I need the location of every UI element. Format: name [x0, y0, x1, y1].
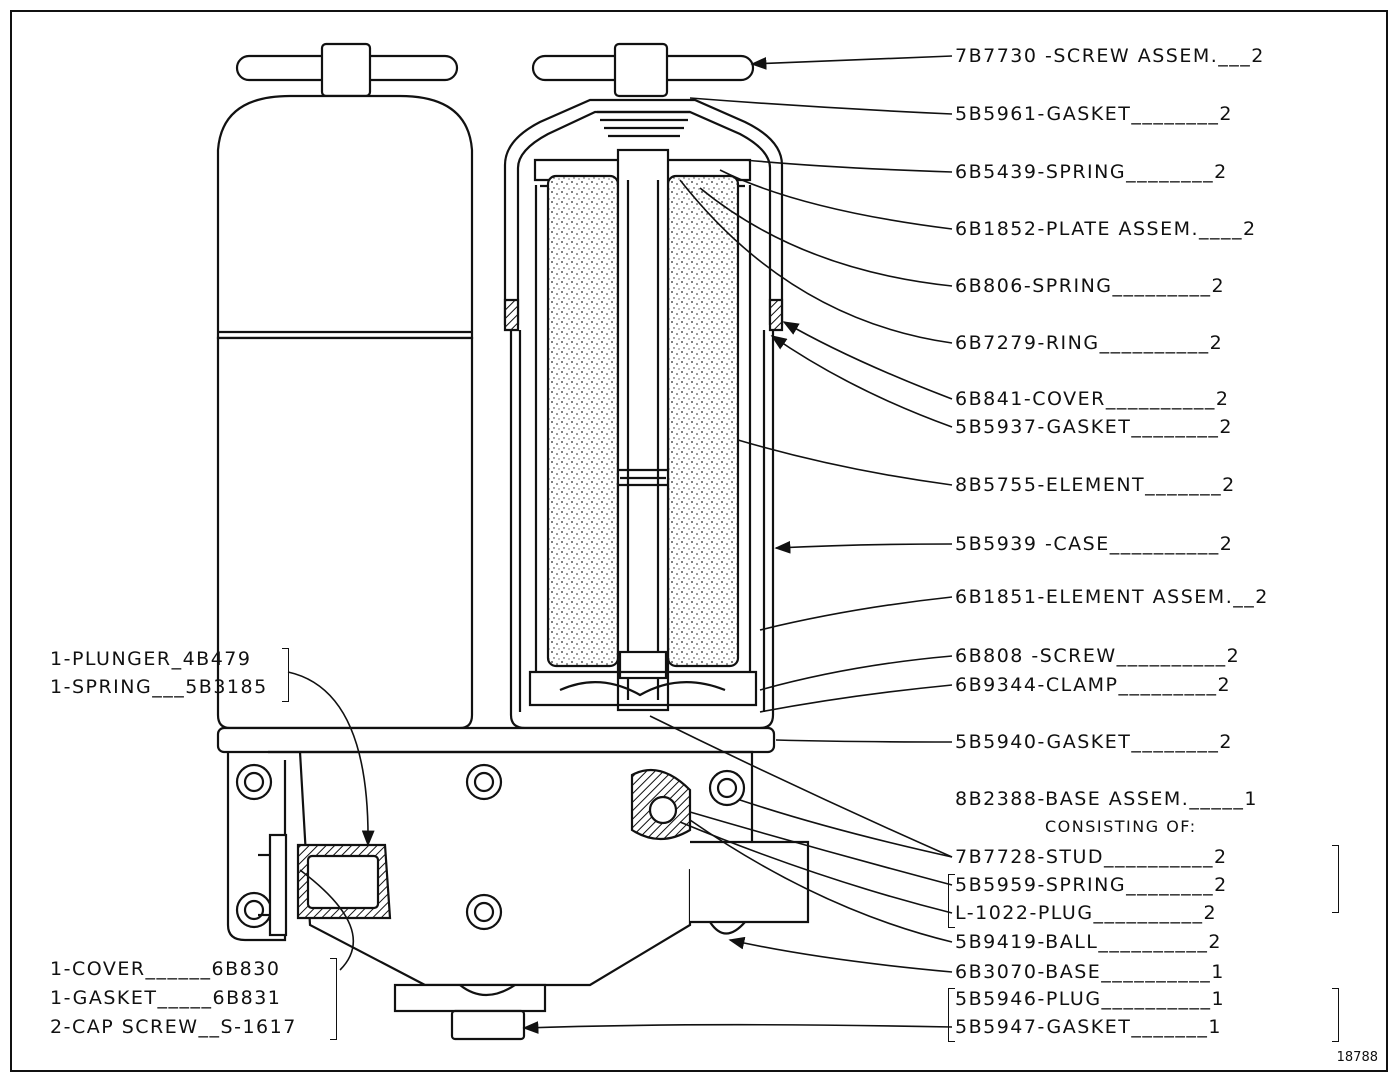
part-label: 5B5959-SPRING________2 — [955, 874, 1228, 896]
spring-label: 1-SPRING___5B3185 — [50, 676, 268, 698]
part-label: 6B9344-CLAMP_________2 — [955, 674, 1232, 696]
part-label: 6B7279-RING__________2 — [955, 332, 1224, 354]
part-label: 5B5939 -CASE__________2 — [955, 533, 1234, 555]
part-label: 5B9419-BALL__________2 — [955, 931, 1222, 953]
plunger-label: 1-PLUNGER_4B479 — [50, 648, 252, 670]
bracket-spring-plug — [948, 874, 955, 928]
figure-number: 18788 — [1336, 1050, 1378, 1065]
bracket-left-bottom — [330, 958, 337, 1040]
cap-screw-label: 2-CAP SCREW__S-1617 — [50, 1016, 297, 1038]
bracket-plug-gasket-right — [1332, 988, 1339, 1042]
part-label: 6B808 -SCREW__________2 — [955, 645, 1241, 667]
part-label: 6B806-SPRING_________2 — [955, 275, 1226, 297]
part-label: 8B2388-BASE ASSEM._____1 — [955, 788, 1258, 810]
part-label: 5B5940-GASKET________2 — [955, 731, 1233, 753]
bracket-left-top — [282, 648, 289, 702]
gasket-label: 1-GASKET_____6B831 — [50, 987, 282, 1009]
part-label: L-1022-PLUG__________2 — [955, 902, 1218, 924]
part-label: 8B5755-ELEMENT_______2 — [955, 474, 1236, 496]
drawing-frame — [10, 10, 1388, 1072]
part-label: 5B5961-GASKET________2 — [955, 103, 1233, 125]
right-canister-section — [503, 42, 784, 730]
part-label: 6B841-COVER__________2 — [955, 388, 1230, 410]
base-body — [216, 726, 810, 1041]
leader-lines — [287, 55, 953, 1034]
bracket-plug-gasket — [948, 988, 955, 1042]
part-label: 5B5946-PLUG__________1 — [955, 988, 1226, 1010]
part-label: 7B7730 -SCREW ASSEM.___2 — [955, 45, 1265, 67]
consisting-of-heading: CONSISTING OF: — [1045, 817, 1197, 836]
part-label: 6B3070-BASE__________1 — [955, 961, 1225, 983]
cover-label: 1-COVER______6B830 — [50, 958, 281, 980]
part-label: 7B7728-STUD__________2 — [955, 846, 1228, 868]
part-label: 6B1852-PLATE ASSEM.____2 — [955, 218, 1257, 240]
bracket-right-group — [1332, 845, 1339, 913]
part-label: 5B5937-GASKET________2 — [955, 416, 1233, 438]
part-label: 6B5439-SPRING________2 — [955, 161, 1228, 183]
part-label: 5B5947-GASKET_______1 — [955, 1016, 1222, 1038]
left-canister — [216, 42, 474, 730]
part-label: 6B1851-ELEMENT ASSEM.__2 — [955, 586, 1269, 608]
